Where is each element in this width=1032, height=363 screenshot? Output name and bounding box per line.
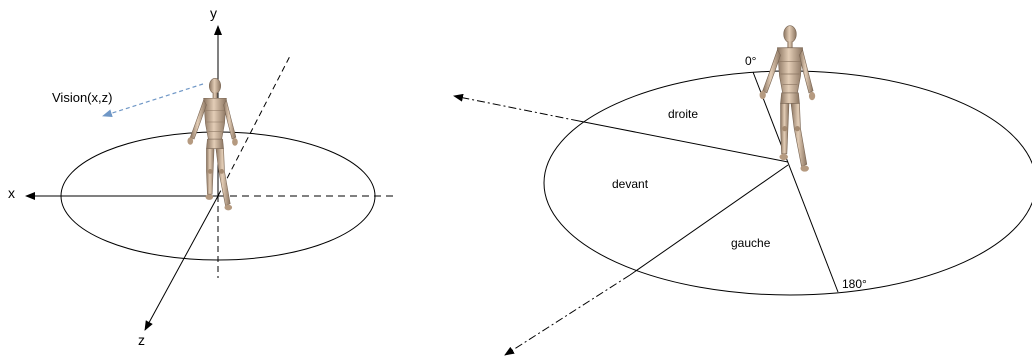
right-mannequin: [759, 25, 816, 173]
axis-0-180: [752, 71, 839, 293]
y-axis-label: y: [210, 5, 217, 21]
view-boundary-lower: [504, 274, 631, 356]
left-mannequin: [186, 77, 239, 211]
zone-devant-label: devant: [612, 177, 649, 191]
x-axis-label: x: [8, 185, 15, 201]
divider-line: [578, 120, 789, 163]
z-axis-dashed: [217, 55, 291, 197]
z-axis-label: z: [138, 332, 145, 348]
view-boundary-lower-solid: [629, 164, 789, 276]
angle-0-label: 0°: [745, 54, 757, 68]
z-axis-line: [144, 195, 219, 331]
right-diagram: [453, 25, 1032, 356]
angle-180-label: 180°: [842, 277, 867, 291]
vision-label: Vision(x,z): [52, 90, 113, 105]
zone-gauche-label: gauche: [731, 236, 771, 250]
view-boundary-upper: [453, 93, 580, 122]
vision-arrow: [102, 83, 204, 118]
left-diagram: [25, 25, 398, 331]
zone-droite-label: droite: [668, 107, 699, 121]
